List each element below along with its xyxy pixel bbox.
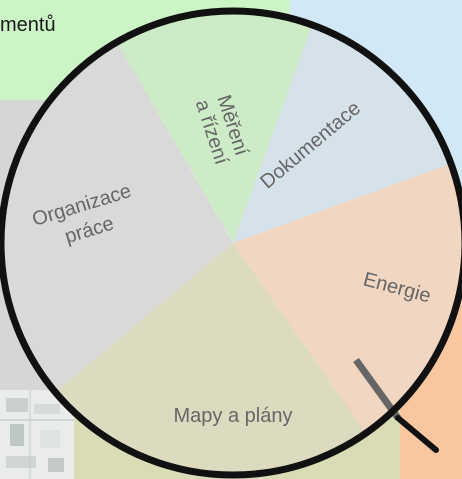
wheel-segment-organizace[interactable] [3,44,234,391]
wheel-segment-energie[interactable] [233,164,462,431]
segment-label-line: Mapy a plány [174,405,293,427]
magnifier-handle [395,415,439,453]
segment-label-mapy: Mapy a plány [174,405,293,427]
wheel-segment-mereni[interactable] [118,13,312,244]
wheel-rim [0,7,462,479]
header-text: mentů [0,14,56,36]
wheel-segment-mapy[interactable] [57,243,365,472]
wheel-segment-dokumentace[interactable] [233,27,449,243]
photo-pattern [0,390,74,479]
background-photo-tile [0,390,74,479]
